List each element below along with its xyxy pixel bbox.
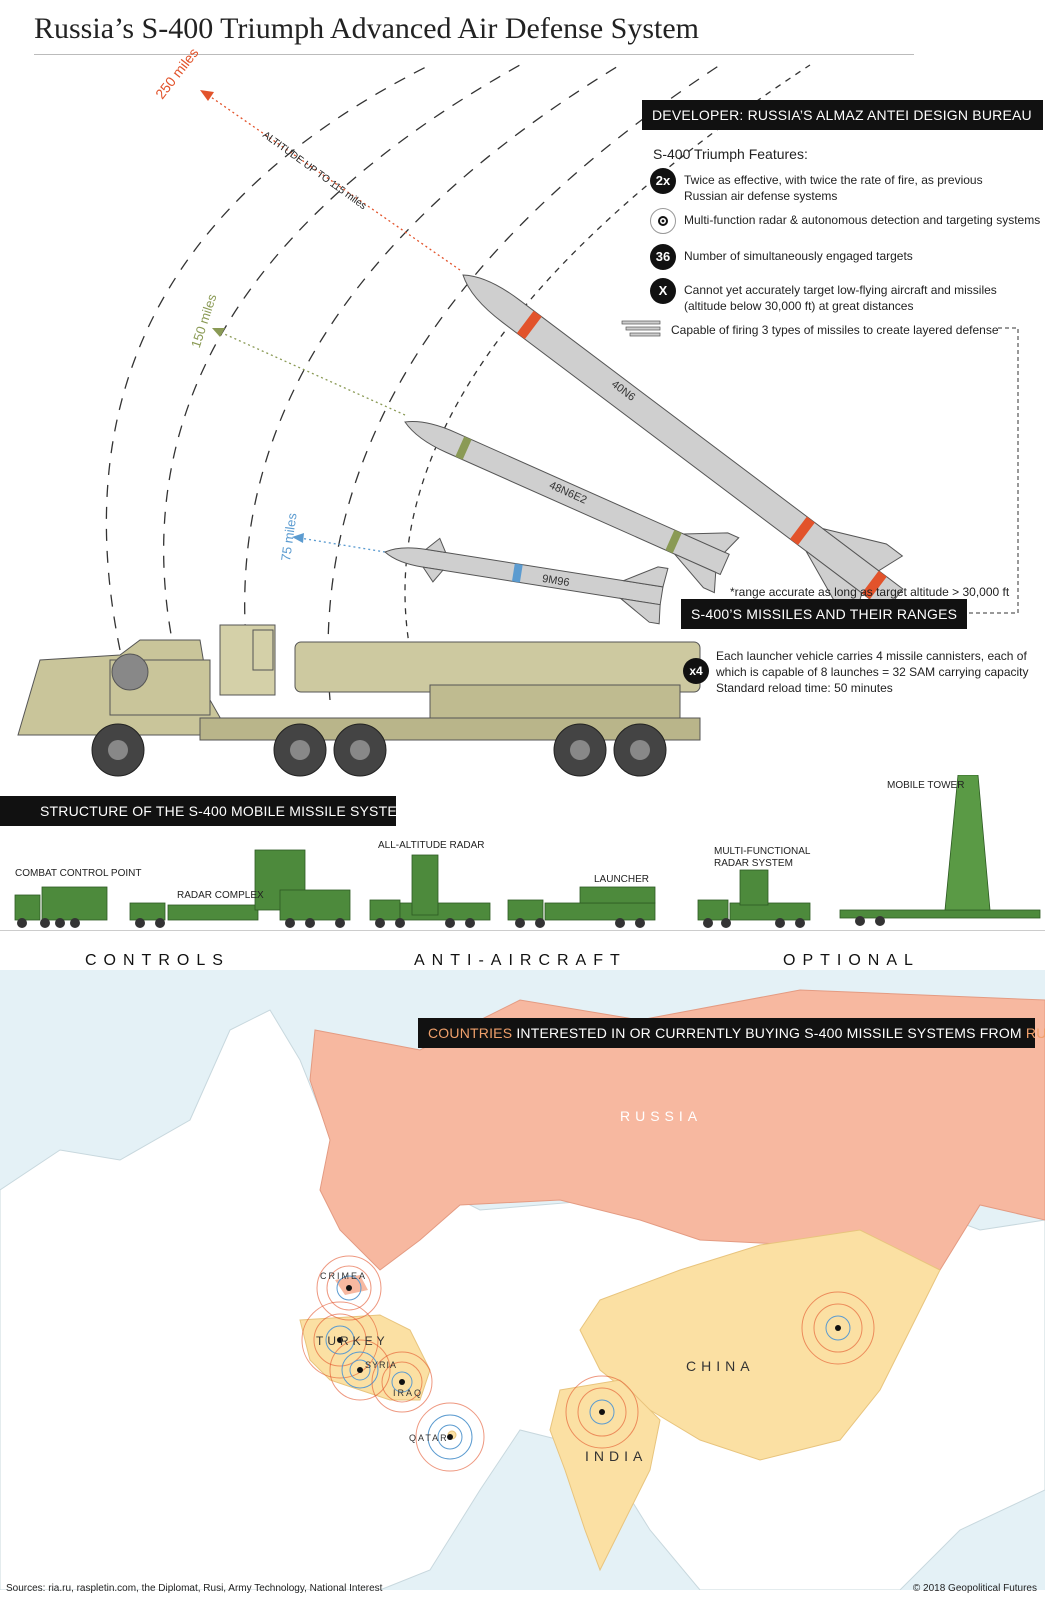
missile-40n6 [462,274,904,621]
vehicle-label-radar-complex: RADAR COMPLEX [177,890,264,901]
title-divider [34,54,914,55]
arrow-head-250 [200,90,214,101]
range-arrow-75 [299,537,386,553]
missiles-icon [621,320,661,337]
crimea-region [335,1275,368,1295]
launcher-description: Each launcher vehicle carries 4 missile … [716,649,1029,695]
country-label-crimea: CRIMEA [320,1271,368,1281]
vehicle-label-launcher: LAUNCHER [594,874,650,885]
missile-9m96 [384,537,669,625]
range-arc-4 [327,64,721,701]
range-arc-outer [105,64,431,651]
x4-badge-icon: x4 [683,658,709,684]
all-altitude-radar-vehicle [369,854,491,921]
features-connector [935,327,1019,614]
target-icon [650,208,676,234]
twice-badge-icon: 2x [650,168,676,194]
country-label-turkey: TURKEY [316,1334,389,1348]
page-title: Russia’s S-400 Triumph Advanced Air Defe… [34,12,699,45]
target-rings [301,1255,875,1472]
russia-region [309,989,1045,1271]
country-label-russia: RUSSIA [620,1108,703,1124]
syria-target [329,1339,391,1401]
range-arrow-150 [219,331,406,416]
copyright-note: © 2018 Geopolitical Futures [912,1583,1037,1594]
qatar-target [415,1402,485,1472]
country-label-china: CHINA [686,1358,755,1374]
vehicle-label-multi: MULTI-FUNCTIONAL RADAR SYSTEM [714,846,811,869]
missile-48n6e2 [404,421,740,594]
missiles-bar: S-400’S MISSILES AND THEIR RANGES [681,599,968,629]
vehicles-row [14,775,1041,928]
country-label-qatar: QATAR [409,1433,449,1443]
arrow-head-150 [212,328,225,337]
iraq-target [371,1351,433,1413]
range-arrow-250 [207,94,461,271]
x-mark-icon: X [650,278,676,304]
range-arc-5 [404,64,811,651]
multi-functional-radar-vehicle [697,869,811,921]
middle-east-buyers [299,1314,431,1401]
structure-bar: STRUCTURE OF THE S-400 MOBILE MISSILE SY… [0,796,409,826]
country-label-syria: SYRIA [365,1360,398,1370]
launcher-vehicle [507,886,656,921]
range-arcs [105,64,811,701]
radar-complex-vehicle [129,849,351,921]
country-label-india: INDIA [585,1448,648,1464]
category-anti-aircraft: ANTI-AIRCRAFT [414,952,627,969]
vehicle-label-all-altitude: ALL-ALTITUDE RADAR [378,840,485,851]
category-optional: OPTIONAL [783,952,920,969]
vehicle-label-combat: COMBAT CONTROL POINT [15,868,142,879]
map-bar: COUNTRIES INTERESTED IN OR CURRENTLY BUY… [418,1018,1045,1048]
turkey-target [301,1301,379,1379]
arrow-head-75 [292,533,304,543]
vehicle-label-tower: MOBILE TOWER [887,780,965,791]
category-controls: CONTROLS [85,952,230,969]
range-footnote: *range accurate as long as target altitu… [730,585,1010,599]
features-heading: S-400 Triumph Features: [653,146,808,162]
mobile-tower-vehicle [839,775,1041,919]
developer-bar: DEVELOPER: RUSSIA’S ALMAZ ANTEI DESIGN B… [642,100,1043,130]
india-region [549,1379,661,1572]
category-divider [0,930,1045,931]
crimea-target [316,1255,382,1321]
range-arc-2 [163,64,521,656]
country-label-iraq: IRAQ [393,1388,424,1398]
india-target [565,1375,639,1449]
china-target [801,1291,875,1365]
sources-note: Sources: ria.ru, raspletin.com, the Dipl… [6,1583,383,1594]
launcher-truck-illustration [17,624,701,777]
world-map [0,970,1045,1590]
combat-control-vehicle [14,886,108,921]
range-diagram [17,64,1019,777]
targets-count-icon: 36 [650,244,676,270]
